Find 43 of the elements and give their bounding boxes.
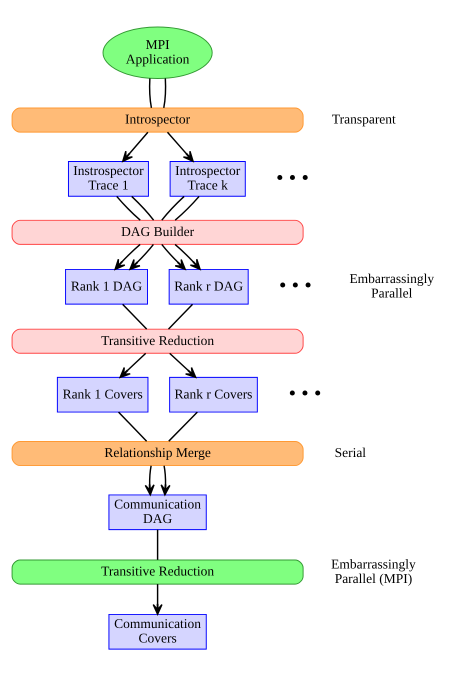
node-box: Communication Covers <box>108 614 207 650</box>
node-box: Introspector <box>12 108 304 133</box>
connector <box>168 304 194 330</box>
arrow <box>119 352 146 378</box>
label: Serial <box>334 445 366 460</box>
arrow <box>129 244 154 270</box>
label: Embarrassingly Parallel <box>349 271 434 301</box>
node-box: Relationship Merge <box>12 440 304 466</box>
arrow <box>152 584 163 615</box>
label: • • • <box>278 273 312 298</box>
node-box: Transitive Reduction <box>12 560 304 585</box>
connector <box>174 196 200 221</box>
connector <box>116 196 141 221</box>
connector <box>161 196 185 221</box>
node-box: Rank 1 DAG <box>65 268 148 305</box>
node-box: Instrospector Trace 1 <box>68 161 149 197</box>
arrow <box>174 244 201 270</box>
connector <box>156 530 158 560</box>
label: • • • <box>276 165 309 190</box>
connector <box>118 412 148 442</box>
node-box: Rank r Covers <box>169 376 258 413</box>
node-box: Rank 1 Covers <box>56 376 148 413</box>
node-box: DAG Builder <box>12 220 304 245</box>
label: Transparent <box>332 112 396 127</box>
arrow <box>169 352 196 378</box>
connector <box>168 412 198 442</box>
node-box: Rank r DAG <box>168 268 249 305</box>
node-box: Introspector Trace k <box>170 161 246 197</box>
arrow <box>160 466 171 496</box>
arrow <box>166 132 194 162</box>
connector <box>148 78 152 108</box>
arrow <box>144 466 155 496</box>
node-ellipse: MPI Application <box>102 26 213 79</box>
connector <box>122 304 148 330</box>
connector <box>163 78 166 108</box>
arrow <box>161 244 186 270</box>
node-box: Transitive Reduction <box>12 328 304 354</box>
arrow <box>122 132 148 162</box>
label: Embarrassingly Parallel (MPI) <box>331 556 416 586</box>
arrow <box>114 244 141 270</box>
node-box: Communication DAG <box>108 494 207 530</box>
label: • • • <box>288 381 322 406</box>
connector <box>131 196 154 221</box>
